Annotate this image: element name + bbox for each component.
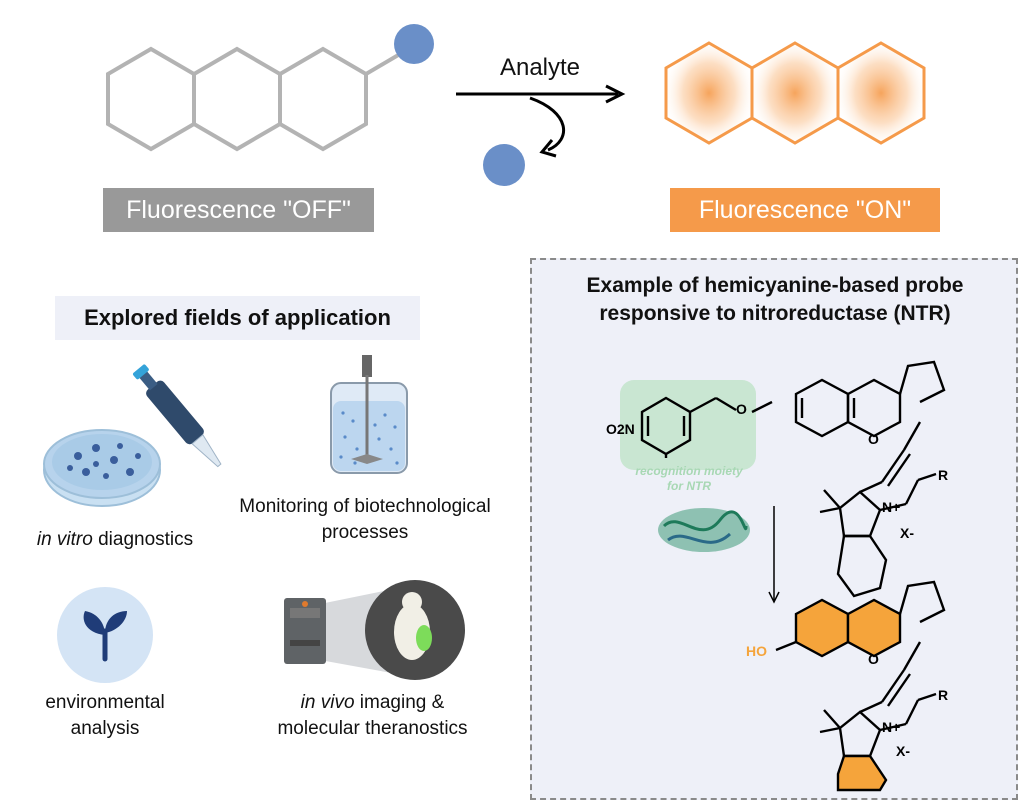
o2n-label: O2N (606, 421, 635, 437)
x-minus-label: X- (900, 525, 914, 541)
product-oxygen-label: O (868, 651, 879, 667)
fluorescence-scheme (106, 24, 926, 186)
n-plus-label: N+ (882, 499, 900, 515)
analyte-label: Analyte (499, 54, 581, 81)
in-vivo-imaging-icon (284, 580, 465, 680)
product-n-plus-label: N+ (882, 719, 900, 735)
conversion-arrow (768, 506, 780, 604)
ether-oxygen-label: O (736, 401, 747, 417)
product-r-group-label: R (938, 687, 948, 703)
plant-sprout-icon (57, 587, 153, 683)
r-group-label: R (938, 467, 948, 483)
petri-dish-pipette-icon (43, 364, 222, 507)
off-fluorophore (106, 46, 402, 152)
released-dot (483, 144, 525, 186)
reaction-arrow (456, 84, 626, 158)
product-x-minus-label: X- (896, 743, 910, 759)
ho-label: HO (746, 643, 767, 659)
in-vitro-caption: in vitro diagnostics (36, 529, 194, 550)
applications-title: Explored fields of application (55, 296, 420, 340)
chemical-structures: O2N O O N+ R X- HO O N+ R X- (606, 360, 948, 792)
fluorescence-off-label: Fluorescence "OFF" (103, 188, 374, 232)
nitroreductase-enzyme-icon (658, 508, 750, 552)
in-vivo-caption: in vivo imaging &molecular theranostics (277, 692, 468, 739)
on-fluorophore (664, 41, 926, 145)
ring-oxygen-label: O (868, 431, 879, 447)
bioreactor-icon (330, 355, 408, 474)
quencher-dot-attached (394, 24, 434, 64)
fluorescence-on-label: Fluorescence "ON" (670, 188, 940, 232)
